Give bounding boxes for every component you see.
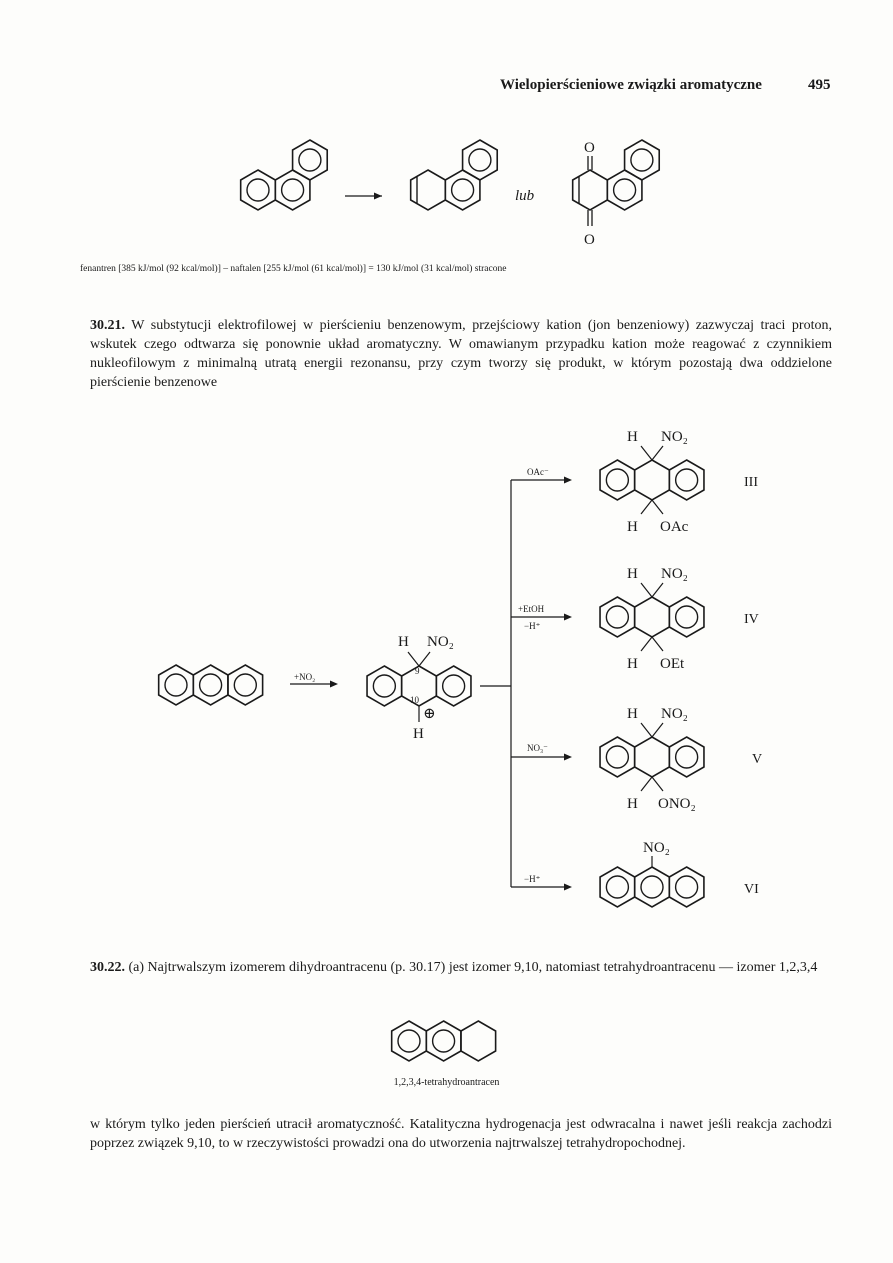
phenanthrenequinone-structure (571, 140, 660, 226)
branch-reagent-no3: NO₃⁻ (527, 743, 548, 753)
product-vi-structure (600, 856, 704, 907)
paragraph-30-21: 30.21. W substytucji elektrofilowej w pi… (90, 316, 832, 392)
dihydrophenanthrene-structure (409, 140, 498, 211)
product-iv-top-h: H (627, 566, 638, 582)
product-v-top-group: NO₂ (661, 706, 688, 722)
reaction-arrow (290, 680, 338, 688)
oxygen-top: O (584, 140, 595, 156)
tetrahydroanthracene-caption: 1,2,3,4-tetrahydroantracen (393, 1077, 500, 1088)
label-vi: VI (744, 882, 759, 897)
energy-caption: fenantren [385 kJ/mol (92 kcal/mol)] – n… (80, 264, 507, 274)
product-iii-bottom-h: H (627, 519, 638, 535)
branch-reagent-oac: OAc⁻ (527, 467, 549, 477)
section-number: 30.22. (90, 960, 125, 975)
product-iii-top-group: NO₂ (661, 429, 688, 445)
label-v: V (752, 752, 762, 767)
nitronium-reagent: +NO₂ (294, 672, 315, 682)
product-vi-no2: NO₂ (643, 840, 670, 856)
label-iv: IV (744, 612, 759, 627)
product-v-structure (600, 722, 704, 792)
positive-charge: ⊕ (423, 706, 436, 722)
reaction-arrow (345, 192, 382, 200)
branch-reagent-deprotonation: −H⁺ (524, 874, 541, 884)
oxygen-bottom: O (584, 232, 595, 248)
phenanthrene-structure (241, 140, 328, 210)
label-iii: III (744, 475, 758, 490)
section-number: 30.21. (90, 318, 125, 333)
page-number: 495 (808, 77, 831, 93)
branch-reagent-etoh: +EtOH (518, 604, 545, 614)
anthracene-structure (159, 665, 263, 705)
product-iv-bottom-group: OEt (660, 656, 685, 672)
product-iv-structure (600, 582, 704, 652)
tetrahydroanthracene-structure (390, 1020, 497, 1062)
lub-label: lub (515, 188, 535, 204)
branch-lines (480, 476, 572, 891)
cation-no2: NO₂ (427, 634, 454, 650)
closing-paragraph: w którym tylko jeden pierścień utracił a… (90, 1117, 832, 1151)
position-9: 9 (415, 666, 420, 676)
paragraph-text: W substytucji elektrofilowej w pierścien… (90, 318, 832, 390)
running-header-title: Wielopierścieniowe związki aromatyczne (500, 77, 762, 93)
cation-h-top: H (398, 634, 409, 650)
paragraph-30-22: 30.22. (a) Najtrwalszym izomerem dihydro… (90, 958, 832, 977)
branch-reagent-minus-h: −H⁺ (524, 621, 541, 631)
sigma-complex-structure (367, 651, 471, 722)
product-iv-bottom-h: H (627, 656, 638, 672)
cation-h-bottom: H (413, 726, 424, 742)
product-iii-top-h: H (627, 429, 638, 445)
scheme-phenanthrene: lub O O (0, 100, 893, 248)
product-iii-bottom-group: OAc (660, 519, 689, 535)
product-v-bottom-group: ONO₂ (658, 796, 696, 812)
product-v-top-h: H (627, 706, 638, 722)
position-10: 10 (410, 695, 420, 705)
paragraph-text: (a) Najtrwalszym izomerem dihydroantrace… (128, 960, 818, 975)
product-iv-top-group: NO₂ (661, 566, 688, 582)
scheme-anthracene-nitration: +NO₂ H NO₂ 9 10 ⊕ H OAc⁻ +EtOH −H⁺ NO₃⁻ … (0, 429, 762, 930)
product-iii-structure (600, 445, 704, 515)
product-v-bottom-h: H (627, 796, 638, 812)
